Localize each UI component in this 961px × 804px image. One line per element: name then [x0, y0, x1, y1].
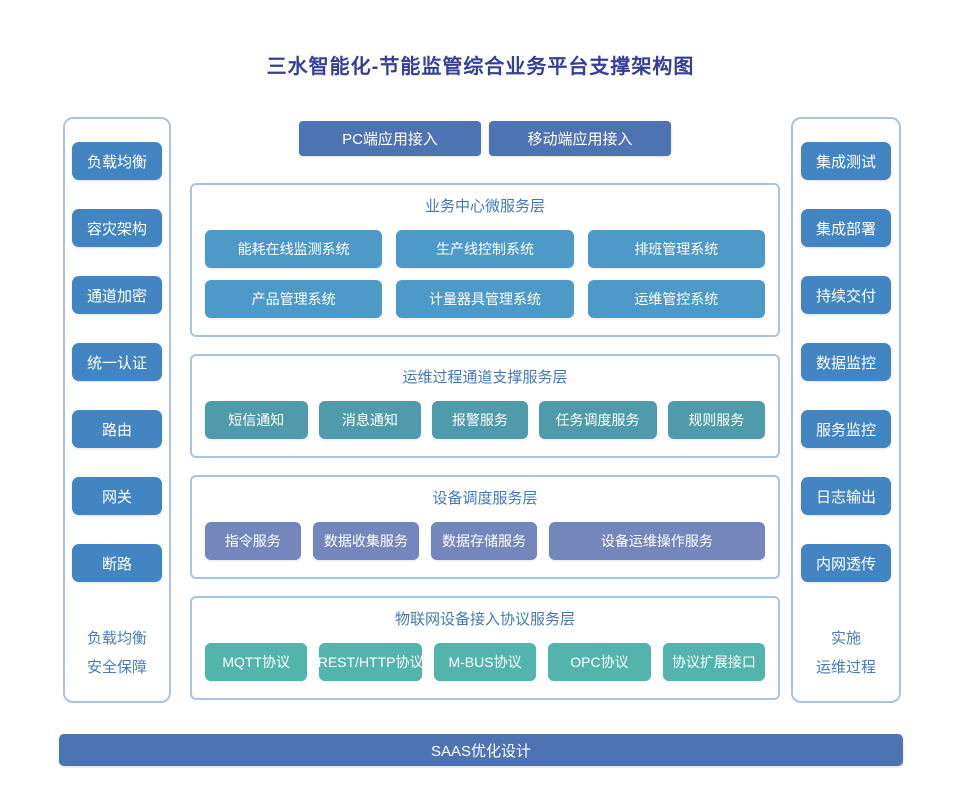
layer-title: 运维过程通道支撑服务层	[402, 369, 568, 386]
left-pillar-caption-line2: 安全保障	[86, 659, 147, 676]
left-pillar-caption-line1: 负载均衡	[86, 630, 147, 647]
layer-row: 指令服务 数据收集服务 数据存储服务 设备运维操作服务	[205, 522, 765, 560]
center-stack: PC端应用接入 移动端应用接入 业务中心微服务层 能耗在线监测系统 生产线控制系…	[190, 117, 780, 700]
node-production-line-control-system: 生产线控制系统	[396, 230, 574, 268]
node-ops-control-system: 运维管控系统	[587, 280, 765, 318]
layer-device-scheduling: 设备调度服务层 指令服务 数据收集服务 数据存储服务 设备运维操作服务	[190, 475, 780, 579]
left-pillar: 负载均衡 容灾架构 通道加密 统一认证 路由 网关 断路 负载均衡 安全保障	[63, 117, 171, 703]
node-disaster-recovery: 容灾架构	[72, 209, 162, 247]
node-task-scheduling-service: 任务调度服务	[538, 401, 657, 439]
node-mobile-access: 移动端应用接入	[489, 121, 671, 156]
left-pillar-caption: 负载均衡 安全保障	[87, 624, 147, 682]
page-title: 三水智能化-节能监管综合业务平台支撑架构图	[266, 56, 695, 78]
node-intranet-passthrough: 内网透传	[801, 544, 891, 582]
node-shift-management-system: 排班管理系统	[587, 230, 765, 268]
node-routing: 路由	[72, 410, 162, 448]
layer-row: MQTT协议 REST/HTTP协议 M-BUS协议 OPC协议 协议扩展接口	[205, 643, 766, 681]
node-sms-notification: 短信通知	[205, 401, 308, 439]
right-pillar-caption: 实施 运维过程	[816, 624, 876, 682]
layer-title: 物联网设备接入协议服务层	[394, 611, 575, 628]
node-metering-instrument-system: 计量器具管理系统	[396, 280, 574, 318]
node-circuit-break: 断路	[72, 544, 162, 582]
node-integration-deploy: 集成部署	[801, 209, 891, 247]
layer-business-microservices: 业务中心微服务层 能耗在线监测系统 生产线控制系统 排班管理系统 产品管理系统 …	[190, 183, 780, 337]
node-unified-auth: 统一认证	[72, 343, 162, 381]
node-continuous-delivery: 持续交付	[801, 276, 891, 314]
node-service-monitoring: 服务监控	[801, 410, 891, 448]
right-pillar: 集成测试 集成部署 持续交付 数据监控 服务监控 日志输出 内网透传 实施 运维…	[791, 117, 901, 703]
node-data-storage-service: 数据存储服务	[431, 522, 537, 560]
layer-iot-protocol-access: 物联网设备接入协议服务层 MQTT协议 REST/HTTP协议 M-BUS协议 …	[190, 596, 780, 700]
node-mqtt-protocol: MQTT协议	[205, 643, 308, 681]
node-message-notification: 消息通知	[318, 401, 422, 439]
node-data-monitoring: 数据监控	[801, 343, 891, 381]
node-gateway: 网关	[72, 477, 162, 515]
node-log-output: 日志输出	[801, 477, 891, 515]
node-device-ops-operation-service: 设备运维操作服务	[548, 522, 765, 560]
node-load-balancing: 负载均衡	[72, 142, 162, 180]
node-energy-monitoring-system: 能耗在线监测系统	[205, 230, 383, 268]
node-integration-test: 集成测试	[801, 142, 891, 180]
access-row: PC端应用接入 移动端应用接入	[190, 121, 780, 156]
layer-title: 业务中心微服务层	[424, 198, 545, 215]
layer-ops-channel-support: 运维过程通道支撑服务层 短信通知 消息通知 报警服务 任务调度服务 规则服务	[190, 354, 780, 458]
layer-row: 短信通知 消息通知 报警服务 任务调度服务 规则服务	[205, 401, 765, 439]
layer-row: 能耗在线监测系统 生产线控制系统 排班管理系统	[205, 230, 765, 268]
node-data-collection-service: 数据收集服务	[312, 522, 420, 560]
node-channel-encryption: 通道加密	[72, 276, 162, 314]
node-alarm-service: 报警服务	[432, 401, 528, 439]
node-mbus-protocol: M-BUS协议	[433, 643, 537, 681]
saas-optimization-bar: SAAS优化设计	[59, 734, 903, 766]
layer-title: 设备调度服务层	[432, 490, 538, 507]
right-pillar-caption-line1: 实施	[830, 630, 861, 647]
layer-row: 产品管理系统 计量器具管理系统 运维管控系统	[205, 280, 765, 318]
node-pc-access: PC端应用接入	[299, 121, 481, 156]
node-protocol-extension-interface: 协议扩展接口	[662, 643, 766, 681]
right-pillar-caption-line2: 运维过程	[815, 659, 876, 676]
node-product-management-system: 产品管理系统	[205, 280, 383, 318]
node-command-service: 指令服务	[205, 522, 301, 560]
node-opc-protocol: OPC协议	[548, 643, 651, 681]
node-rule-service: 规则服务	[667, 401, 765, 439]
node-rest-http-protocol: REST/HTTP协议	[319, 643, 422, 681]
